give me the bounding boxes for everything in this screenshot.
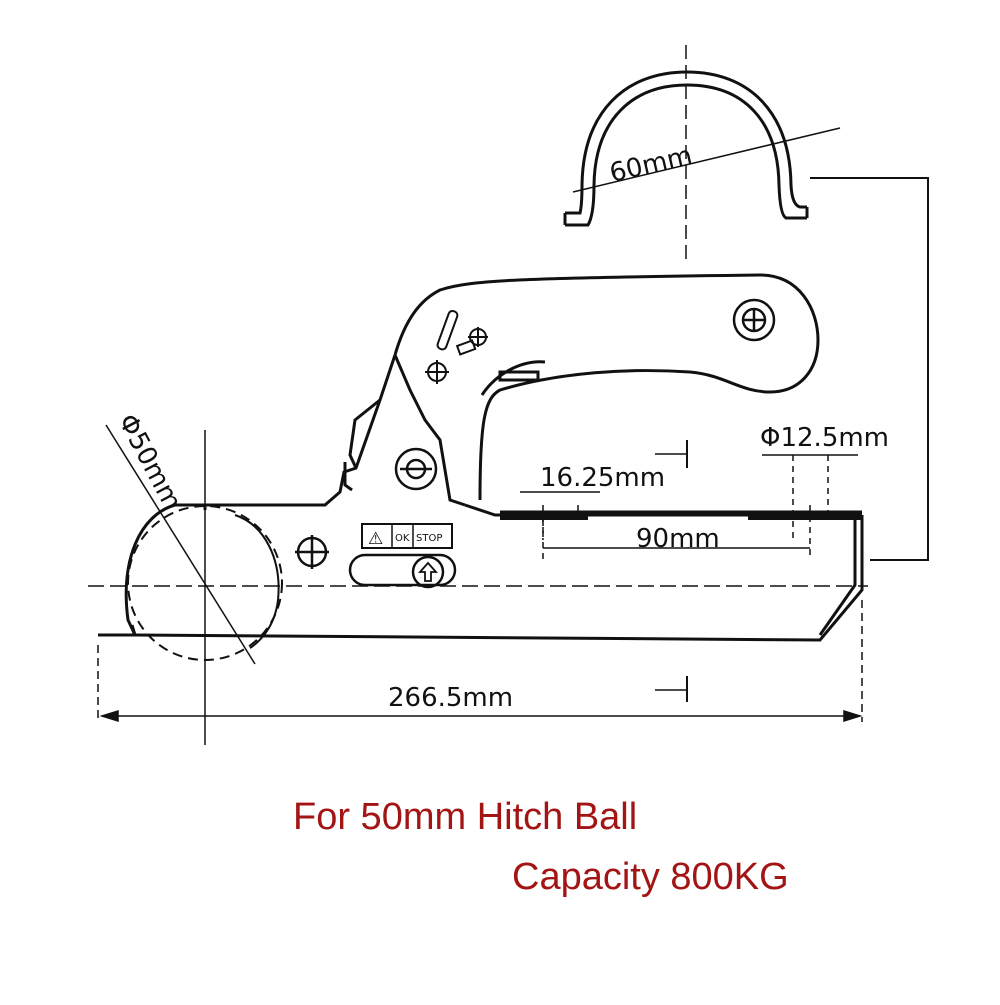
channel-width-dimension-line bbox=[572, 127, 841, 193]
ball-diameter-label: Φ50mm bbox=[112, 409, 187, 515]
channel-width-label: 60mm bbox=[607, 141, 695, 189]
wear-indicator-slot bbox=[348, 553, 457, 589]
ball-diameter-leader bbox=[105, 424, 256, 665]
warning-symbol: ⚠ bbox=[368, 529, 383, 549]
dim-overall bbox=[97, 600, 863, 723]
hole-spacing-large-label: 90mm bbox=[636, 524, 720, 554]
handle-small-bolts bbox=[425, 309, 488, 384]
dim-16-25 bbox=[520, 440, 688, 493]
pivot-bolt-left bbox=[295, 535, 329, 569]
mounting-hole-dashed-lines bbox=[542, 455, 829, 560]
caption-hitch-ball: For 50mm Hitch Ball bbox=[293, 796, 638, 838]
ok-label: OK bbox=[395, 533, 410, 544]
coupler-body bbox=[98, 273, 864, 642]
overall-length-label: 266.5mm bbox=[388, 683, 513, 713]
ball-socket-right bbox=[234, 514, 280, 649]
ball-socket-contour bbox=[124, 503, 176, 636]
handle-bolt-right bbox=[732, 298, 776, 342]
mounting-hole-marks bbox=[500, 512, 862, 520]
hole-diameter-label: Φ12.5mm bbox=[760, 423, 889, 453]
section-leader-line bbox=[810, 177, 929, 561]
wear-indicator-label: ⚠ OK STOP bbox=[361, 523, 453, 549]
hole-spacing-small-label: 16.25mm bbox=[540, 463, 665, 493]
caption-capacity: Capacity 800KG bbox=[512, 856, 789, 898]
stop-label: STOP bbox=[416, 533, 442, 544]
pivot-bolt-center bbox=[394, 447, 438, 491]
